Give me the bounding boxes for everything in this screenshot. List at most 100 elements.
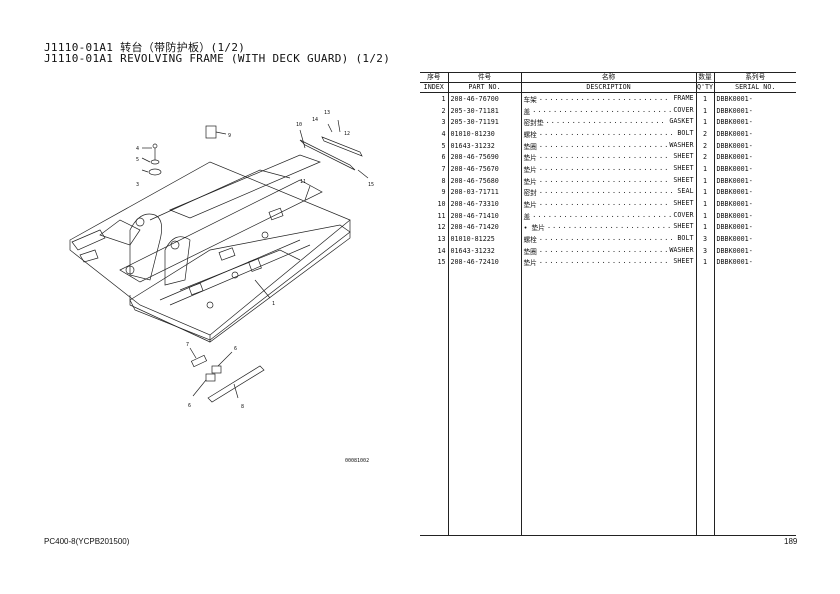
row-index: 2: [441, 106, 446, 115]
row-part-number: 208-46-75680: [447, 174, 521, 187]
row-description: 密封......................................…: [520, 186, 696, 199]
row-serial-number: DBBK0001-: [713, 244, 796, 257]
row-serial-number: DBBK0001-: [713, 221, 796, 234]
page-title-english: J1110-01A1 REVOLVING FRAME (WITH DECK GU…: [44, 52, 391, 65]
header-desc-cn: 名称: [520, 72, 696, 83]
row-description-cn: 垫圈: [523, 142, 537, 151]
row-description-leader: ........................................…: [538, 199, 671, 208]
row-description: 垫片......................................…: [520, 151, 696, 164]
footer-model: PC400-8(YCPB201500): [44, 537, 130, 546]
row-description-leader: ........................................…: [532, 210, 671, 219]
row-description: 垫圈......................................…: [520, 139, 696, 152]
row-description: 垫片......................................…: [520, 163, 696, 175]
footer-page-number: 189: [784, 537, 798, 546]
row-index: 8: [441, 176, 446, 185]
row-serial-number: DBBK0001-: [713, 92, 796, 105]
row-description-cn: 垫片: [523, 154, 537, 163]
row-description-en: BOLT: [677, 234, 694, 243]
callout-11: 11: [300, 179, 306, 185]
row-description-leader: ........................................…: [538, 163, 671, 172]
row-description-cn: 垫片: [523, 201, 537, 210]
row-description-leader: ........................................…: [538, 93, 671, 102]
row-description-en: SHEET: [673, 152, 694, 161]
callout-10: 10: [296, 122, 302, 128]
row-description: 密封垫.....................................…: [520, 116, 696, 129]
row-quantity: 3: [695, 244, 714, 257]
row-part-number: 208-46-71420: [447, 221, 521, 234]
revolving-frame-illustration: 1 3 4 5 6 6 7 8 9 10 11 12 13 14 15: [69, 110, 374, 410]
row-quantity: 1: [695, 209, 714, 222]
row-part-number: 205-30-71191: [447, 116, 521, 129]
row-description: 螺栓......................................…: [520, 128, 696, 140]
row-description-en: GASKET: [669, 117, 694, 126]
row-part-number: 01643-31232: [447, 139, 521, 152]
header-part-cn: 件号: [447, 72, 521, 83]
row-quantity: 1: [695, 221, 714, 234]
row-index: 10: [437, 200, 446, 209]
drawing-code: 00081002: [345, 458, 370, 464]
row-serial-number: DBBK0001-: [713, 116, 796, 129]
row-description: 车架......................................…: [520, 92, 696, 105]
header-serial-cn: 系列号: [713, 72, 796, 83]
row-quantity: 1: [695, 92, 714, 105]
row-quantity: 3: [695, 233, 714, 245]
table-bottom-rule: [420, 535, 796, 536]
row-description-cn: 密封垫: [523, 119, 544, 128]
row-serial-number: DBBK0001-: [713, 198, 796, 210]
callout-1: 1: [272, 301, 275, 307]
row-description-en: COVER: [673, 210, 694, 219]
row-description-leader: ........................................…: [538, 140, 667, 149]
header-qty-en: Q'TY: [695, 82, 714, 93]
row-part-number: 208-46-71410: [447, 209, 521, 222]
row-index: 6: [441, 153, 446, 162]
row-description-en: SHEET: [673, 175, 694, 184]
row-description-leader: ........................................…: [545, 117, 668, 126]
row-part-number: 208-03-71711: [447, 186, 521, 199]
row-description: 垫圈......................................…: [520, 244, 696, 257]
callout-5: 5: [136, 157, 139, 163]
row-description-leader: ........................................…: [538, 245, 667, 254]
row-description-en: FRAME: [673, 93, 694, 102]
row-description-en: BOLT: [677, 128, 694, 137]
row-description-leader: ........................................…: [532, 105, 671, 114]
row-description-en: WASHER: [669, 140, 694, 149]
row-index: 12: [437, 223, 446, 232]
row-serial-number: DBBK0001-: [713, 104, 796, 117]
row-description-leader: ........................................…: [538, 175, 671, 184]
row-quantity: 2: [695, 139, 714, 152]
header-desc-en: DESCRIPTION: [520, 82, 696, 93]
row-quantity: 1: [695, 186, 714, 199]
row-description-cn: • 垫片: [523, 224, 545, 233]
row-description-cn: 螺栓: [523, 236, 537, 245]
row-description-cn: 盖: [523, 212, 531, 221]
row-description-leader: ........................................…: [538, 234, 676, 243]
row-description-en: COVER: [673, 105, 694, 114]
row-index: 9: [441, 188, 446, 197]
header-qty-cn: 数量: [695, 72, 714, 83]
row-serial-number: DBBK0001-: [713, 151, 796, 164]
row-description-leader: ........................................…: [546, 222, 672, 231]
header-part-en: PART NO.: [447, 82, 521, 93]
row-serial-number: DBBK0001-: [713, 209, 796, 222]
row-index: 4: [441, 129, 446, 138]
row-serial-number: DBBK0001-: [713, 163, 796, 175]
row-quantity: 1: [695, 256, 714, 269]
row-description-en: WASHER: [669, 245, 694, 254]
callout-6: 6: [234, 346, 237, 352]
filler-cell: [447, 268, 521, 536]
row-description: 垫片......................................…: [520, 256, 696, 269]
row-serial-number: DBBK0001-: [713, 256, 796, 269]
row-description-leader: ........................................…: [538, 128, 676, 137]
row-index: 15: [437, 258, 446, 267]
row-description-en: SHEET: [673, 163, 694, 172]
callout-13: 13: [324, 110, 330, 116]
row-description-cn: 垫片: [523, 177, 537, 186]
